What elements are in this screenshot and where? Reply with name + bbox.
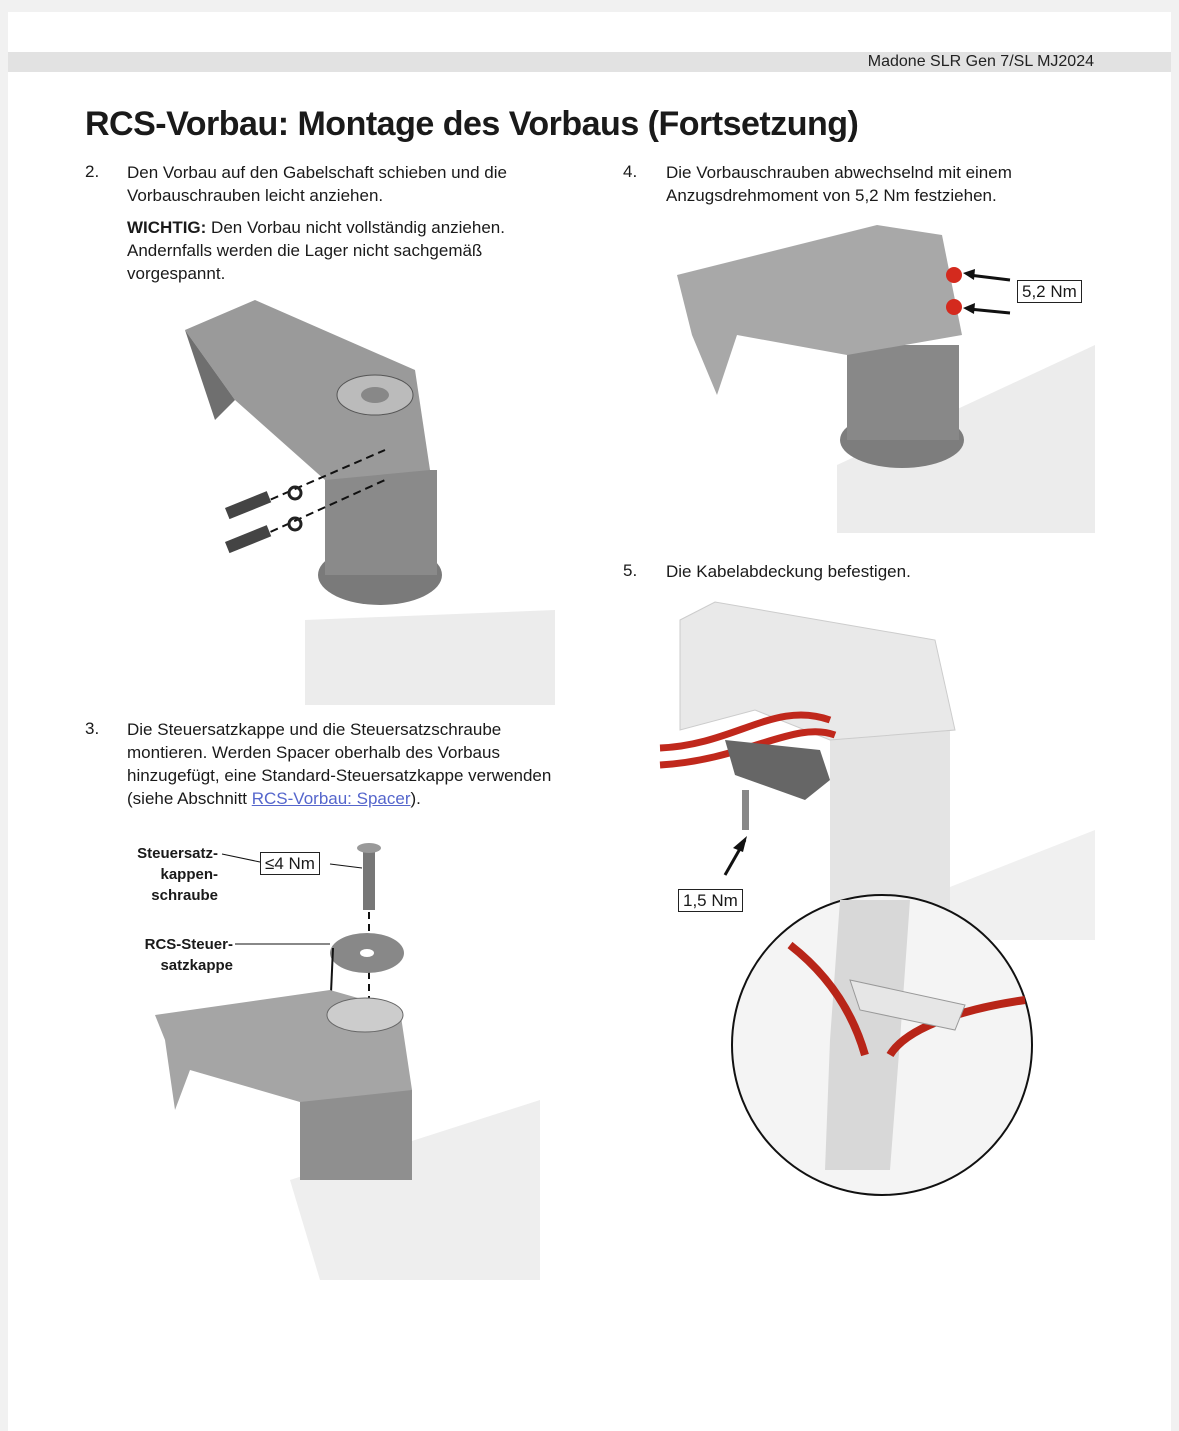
important-label: WICHTIG:: [127, 218, 207, 237]
important-text: Den Vorbau nicht vollständig anziehen. A…: [127, 218, 505, 283]
step-text-body: Die Steuersatzkappe und die Steuersatzsc…: [127, 720, 552, 808]
label-line: Steuersatz-: [137, 845, 218, 862]
cap-callout-label: RCS-Steuer- satzkappe: [118, 934, 233, 976]
step-text-end: ).: [410, 789, 421, 808]
stem-install-illustration: [185, 300, 555, 705]
torque-label-4nm: ≤4 Nm: [260, 852, 320, 875]
doc-title: Madone SLR Gen 7/SL MJ2024: [867, 53, 1094, 70]
step-text: Den Vorbau auf den Gabelschaft schieben …: [127, 163, 507, 205]
bolt-callout-label: Steuersatz- kappen- schraube: [118, 843, 218, 906]
step-text: Die Steuersatzkappe und die Steuersatzsc…: [127, 718, 557, 810]
spacer-section-link[interactable]: RCS-Vorbau: Spacer: [251, 789, 411, 808]
cable-cover-illustration: [659, 601, 1095, 1196]
headset-cap-illustration: [155, 843, 540, 1280]
important-note: WICHTIG: Den Vorbau nicht vollständig an…: [127, 216, 547, 285]
running-header: Madone SLR Gen 7/SL MJ2024: [8, 52, 1171, 72]
label-line: schraube: [151, 887, 218, 904]
step-text: Die Vorbauschrauben abwechselnd mit eine…: [666, 163, 1012, 205]
step-text: Die Kabelabdeckung befestigen.: [666, 562, 911, 581]
page: [8, 12, 1171, 1431]
step-number: 3.: [85, 719, 100, 738]
label-line: RCS-Steuer-: [144, 936, 233, 953]
stem-torque-illustration: [677, 225, 1095, 533]
label-line: kappen-: [160, 866, 218, 883]
torque-label-1-5nm: 1,5 Nm: [678, 889, 743, 912]
label-line: satzkappe: [160, 957, 233, 974]
step-number: 2.: [85, 162, 100, 181]
step-number: 5.: [623, 561, 638, 580]
page-title: RCS-Vorbau: Montage des Vorbaus (Fortset…: [85, 105, 859, 143]
step-number: 4.: [623, 162, 638, 181]
torque-label-5-2nm: 5,2 Nm: [1017, 280, 1082, 303]
